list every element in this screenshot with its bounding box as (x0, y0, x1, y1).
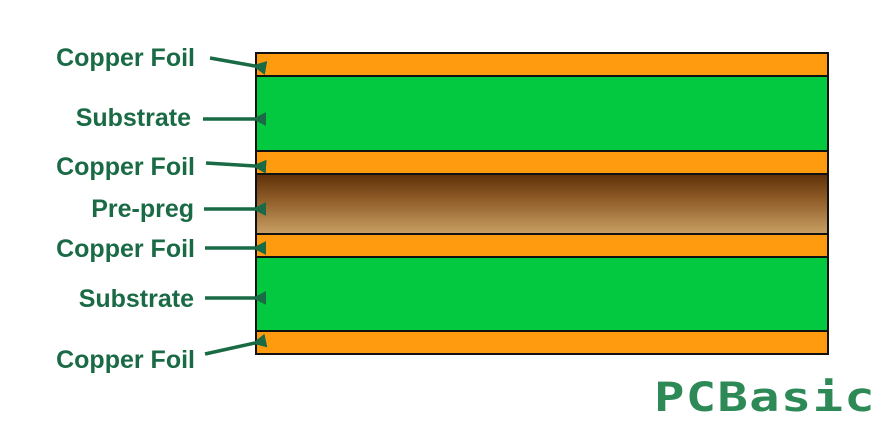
label-prepreg: Pre-preg (91, 195, 194, 223)
label-substrate-2: Substrate (79, 285, 194, 313)
layer-copper-foil-3 (255, 233, 829, 258)
pcbasic-logo: PCBasic (654, 375, 876, 417)
layer-copper-foil-2 (255, 150, 829, 175)
arrow-copper-foil-4 (204, 333, 268, 356)
arrow-copper-foil-1 (209, 56, 268, 75)
logo-text: PCBasic (654, 375, 876, 417)
label-copper-foil-2: Copper Foil (56, 153, 195, 181)
arrow-copper-foil-2 (205, 159, 267, 174)
label-copper-foil-4: Copper Foil (56, 346, 195, 374)
label-copper-foil-3: Copper Foil (56, 235, 195, 263)
layer-copper-foil-4 (255, 330, 829, 355)
layer-substrate-1 (255, 75, 829, 152)
label-copper-foil-1: Copper Foil (56, 44, 195, 72)
label-substrate-1: Substrate (76, 104, 191, 132)
layer-prepreg (255, 173, 829, 235)
layer-copper-foil-1 (255, 52, 829, 77)
layer-substrate-2 (255, 256, 829, 332)
